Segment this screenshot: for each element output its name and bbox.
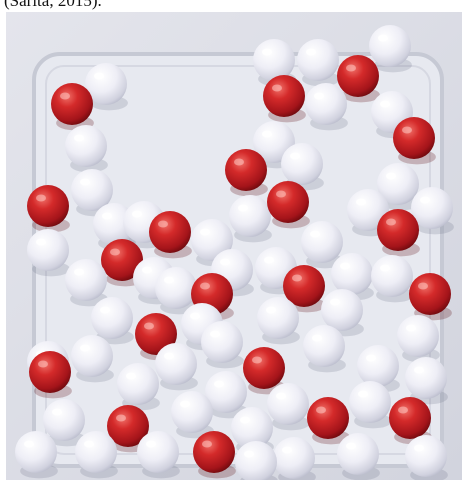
white-bead [205,371,248,419]
red-bead [149,211,192,259]
white-bead [71,335,114,383]
white-bead [171,391,214,439]
white-bead [305,83,348,131]
red-bead [263,75,306,123]
white-bead [405,357,448,405]
white-bead [297,39,340,87]
red-bead [337,55,380,103]
white-bead [235,441,278,480]
white-bead [267,383,310,431]
white-bead [397,315,440,363]
white-bead [303,325,346,373]
red-bead [29,351,72,399]
caption-text: (Sarita, 2015). [4,0,102,10]
white-bead [85,63,128,111]
white-bead [117,363,160,411]
red-bead [393,117,436,165]
white-bead [229,195,272,243]
white-bead [371,255,414,303]
white-bead [377,163,420,211]
white-bead [257,297,300,345]
white-bead [369,25,412,73]
white-bead [337,433,380,480]
red-bead [107,405,150,453]
red-bead [51,83,94,131]
red-bead [307,397,350,445]
red-bead [283,265,326,313]
red-bead [27,185,70,233]
white-bead [201,321,244,369]
red-bead [267,181,310,229]
white-bead [321,289,364,337]
white-bead [405,435,448,480]
white-bead [75,431,118,479]
white-bead [411,187,454,235]
white-bead [137,431,180,479]
white-bead [273,437,316,480]
white-bead [65,125,108,173]
red-bead [409,273,452,321]
red-bead [225,149,268,197]
red-bead [377,209,420,257]
white-bead [349,381,392,429]
white-bead [43,399,86,447]
red-bead [193,431,236,479]
white-bead [155,343,198,391]
photo-tray-with-beads [6,12,462,480]
beads-layer [15,25,454,480]
white-bead [15,431,58,479]
white-bead [65,259,108,307]
white-bead [27,229,70,277]
